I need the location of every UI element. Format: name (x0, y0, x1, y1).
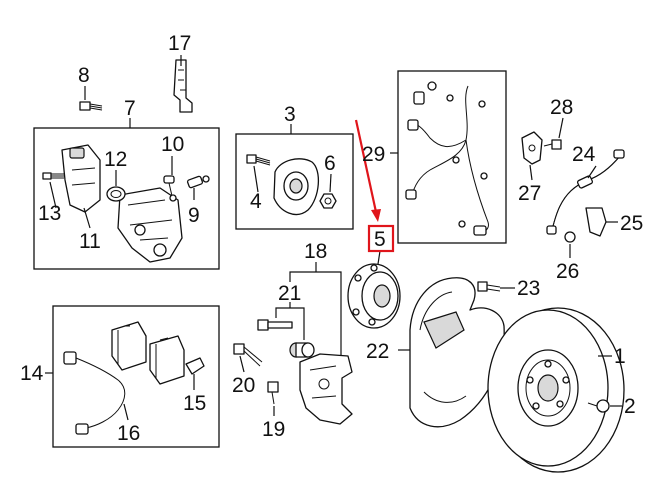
pad-kit-group (45, 305, 220, 448)
bleeder-9-part (186, 175, 210, 189)
pad-clip-15-part (185, 357, 205, 390)
brake-hose-24-part (546, 149, 625, 235)
callout-labels: 1 2 3 4 5 6 7 8 9 10 11 12 13 14 15 16 1… (20, 32, 643, 445)
callout-20: 20 (232, 374, 255, 397)
wear-sensor-16-part (63, 351, 129, 435)
callout-12: 12 (104, 148, 127, 171)
callout-17: 17 (168, 32, 191, 55)
clip-25-part (585, 207, 618, 237)
callout-5: 5 (374, 228, 386, 251)
callout-24: 24 (572, 143, 596, 166)
dust-shield-22-part (398, 277, 505, 428)
link-10-part (163, 175, 177, 202)
bushing-21-part (289, 342, 315, 358)
callout-4: 4 (250, 190, 262, 213)
callout-23: 23 (517, 277, 540, 300)
wheel-hub-5-part (347, 250, 401, 329)
pad-kit-box (52, 305, 220, 448)
bracket-17-part (173, 55, 193, 113)
bolt-28-part (543, 117, 564, 150)
callout-16: 16 (117, 422, 140, 445)
callout-15: 15 (183, 392, 206, 415)
bolt-23-part (477, 281, 515, 292)
callout-7: 7 (124, 97, 136, 120)
seal-ring-part (106, 186, 126, 202)
callout-11: 11 (79, 230, 101, 253)
callout-9: 9 (188, 204, 200, 227)
screw-2-part (587, 399, 622, 413)
callout-29: 29 (362, 143, 385, 166)
harness-cable-part (411, 85, 469, 197)
brake-motor-part (61, 144, 101, 213)
caliper-housing-part (117, 187, 183, 263)
bolt-4-part (246, 154, 271, 166)
brake-rotor-1-part (487, 307, 625, 473)
bolt-26-part (564, 231, 576, 258)
highlight-pointer (354, 119, 381, 222)
bolt-19-part (267, 381, 279, 416)
guide-bolt-21-part (257, 319, 293, 331)
hub-bearing-box (235, 133, 354, 230)
nut-6-part (319, 193, 337, 209)
caliper-assembly-group (33, 118, 220, 270)
callout-25: 25 (620, 212, 643, 235)
callout-2: 2 (624, 395, 636, 418)
callout-22: 22 (366, 340, 389, 363)
callout-28: 28 (550, 96, 573, 119)
callout-26: 26 (556, 260, 579, 283)
callout-18: 18 (304, 240, 327, 263)
highlight-box-5 (367, 224, 395, 253)
callout-3: 3 (284, 103, 296, 126)
callout-21: 21 (278, 282, 301, 305)
bolt-13-part (42, 172, 64, 180)
wiring-harness-box (397, 70, 507, 244)
callout-1: 1 (614, 345, 626, 368)
hub-bearing-group (235, 124, 354, 230)
callout-8: 8 (78, 64, 90, 87)
callout-13: 13 (38, 202, 61, 225)
carrier-group (257, 262, 353, 425)
brake-pad-right-part (149, 335, 185, 385)
callout-14: 14 (20, 362, 44, 385)
callout-27: 27 (518, 182, 541, 205)
callout-19: 19 (262, 418, 285, 441)
bolt-8-part (79, 86, 103, 111)
brake-pad-left-part (111, 321, 147, 371)
bolt-20-part (233, 343, 263, 373)
callout-6: 6 (324, 152, 336, 175)
bracket-27-part (521, 131, 543, 181)
wiring-harness-group (390, 70, 507, 244)
callout-10: 10 (161, 133, 184, 156)
caliper-assembly-box (33, 127, 220, 270)
